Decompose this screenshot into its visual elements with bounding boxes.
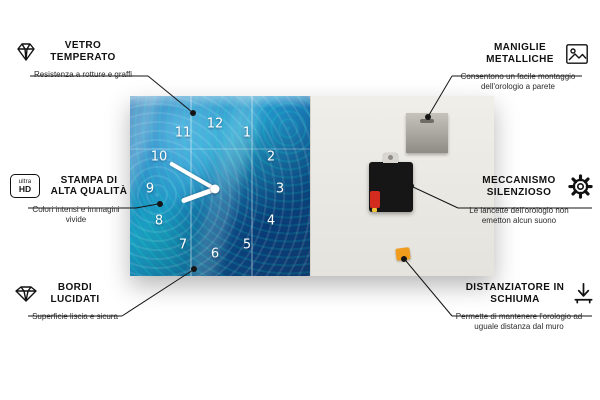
- clock-numeral: 7: [178, 237, 188, 253]
- callout-title: BORDI LUCIDATI: [50, 282, 100, 305]
- callout-head: BORDI LUCIDATI: [14, 282, 136, 305]
- callout-distanziatore-schiuma: DISTANZIATORE IN SCHIUMA Permette di man…: [443, 282, 595, 333]
- callout-title: DISTANZIATORE IN SCHIUMA: [465, 282, 565, 305]
- clock-numeral: 1: [242, 125, 252, 141]
- foam-spacer: [395, 247, 411, 261]
- clock-mechanism: [369, 153, 413, 212]
- callout-head: VETRO TEMPERATO: [14, 40, 152, 63]
- mechanism-hanger: [383, 153, 398, 163]
- callout-head: DISTANZIATORE IN SCHIUMA: [443, 282, 595, 305]
- callout-subtitle: Le lancette dell'orologio non emetton al…: [469, 206, 569, 226]
- glass-seam: [130, 148, 310, 150]
- hanger-hole: [388, 155, 393, 160]
- clock-numeral: 12: [206, 116, 224, 132]
- callout-subtitle: Superficie liscia e sicura: [32, 312, 118, 321]
- ultra-hd-icon: ultra HD: [10, 174, 40, 198]
- ultra-hd-text: ultra: [18, 178, 32, 185]
- clock-numeral: 8: [154, 213, 164, 229]
- callout-title: MECCANISMO SILENZIOSO: [482, 175, 556, 198]
- plate-slot: [420, 119, 434, 123]
- callout-stampa-alta-qualita: ultra HD STAMPA DI ALTA QUALITÀ Colori i…: [10, 174, 142, 226]
- glass-glare: [130, 96, 310, 108]
- clock-front-face: 12 1 2 3 4 5 6 7 8 9 10 11: [130, 96, 310, 276]
- clock-center-cap: [210, 184, 220, 194]
- ultra-hd-text: HD: [18, 183, 32, 194]
- callout-title: MANIGLIE METALLICHE: [486, 42, 554, 65]
- callout-subtitle: Permette di mantenere l'orologio ad ugua…: [455, 312, 583, 332]
- wall-clock-product: 12 1 2 3 4 5 6 7 8 9 10 11: [130, 96, 494, 276]
- minute-hand: [168, 161, 216, 191]
- callout-head: MANIGLIE METALLICHE: [447, 42, 589, 65]
- clock-numeral: 9: [145, 181, 155, 197]
- glass-seam: [251, 96, 253, 276]
- clock-numeral: 5: [242, 237, 252, 253]
- diamond-icon: [14, 42, 38, 62]
- callout-vetro-temperato: VETRO TEMPERATO Resistenza a rotture e g…: [14, 40, 152, 80]
- callout-title: VETRO TEMPERATO: [50, 40, 116, 63]
- clock-numeral: 3: [275, 181, 285, 197]
- gear-icon: [568, 174, 593, 199]
- callout-head: ultra HD STAMPA DI ALTA QUALITÀ: [10, 174, 142, 198]
- callout-bordi-lucidati: BORDI LUCIDATI Superficie liscia e sicur…: [14, 282, 136, 322]
- battery: [370, 191, 380, 208]
- callout-subtitle: Consentono un facile montaggio dell'orol…: [460, 72, 576, 92]
- battery-contact: [372, 208, 377, 212]
- clock-numeral: 10: [150, 149, 168, 165]
- callout-subtitle: Colori intensi e immagini vivide: [32, 205, 120, 225]
- clock-numeral: 6: [210, 246, 220, 262]
- callout-meccanismo-silenzioso: MECCANISMO SILENZIOSO: [445, 174, 593, 227]
- callout-subtitle: Resistenza a rotture e graffi: [33, 70, 133, 79]
- callout-head: MECCANISMO SILENZIOSO: [445, 174, 593, 199]
- arrow-down-icon: [572, 282, 595, 305]
- metal-hanging-plate: [406, 113, 448, 153]
- clock-numeral: 11: [174, 125, 192, 141]
- callout-title: STAMPA DI ALTA QUALITÀ: [50, 174, 128, 198]
- glass-seam: [190, 96, 192, 276]
- clock-numeral: 2: [266, 149, 276, 165]
- callout-maniglie-metalliche: MANIGLIE METALLICHE Consentono un facile…: [447, 42, 589, 93]
- picture-frame-icon: [565, 43, 589, 65]
- polished-edge-icon: [14, 284, 38, 304]
- clock-numeral: 4: [266, 213, 276, 229]
